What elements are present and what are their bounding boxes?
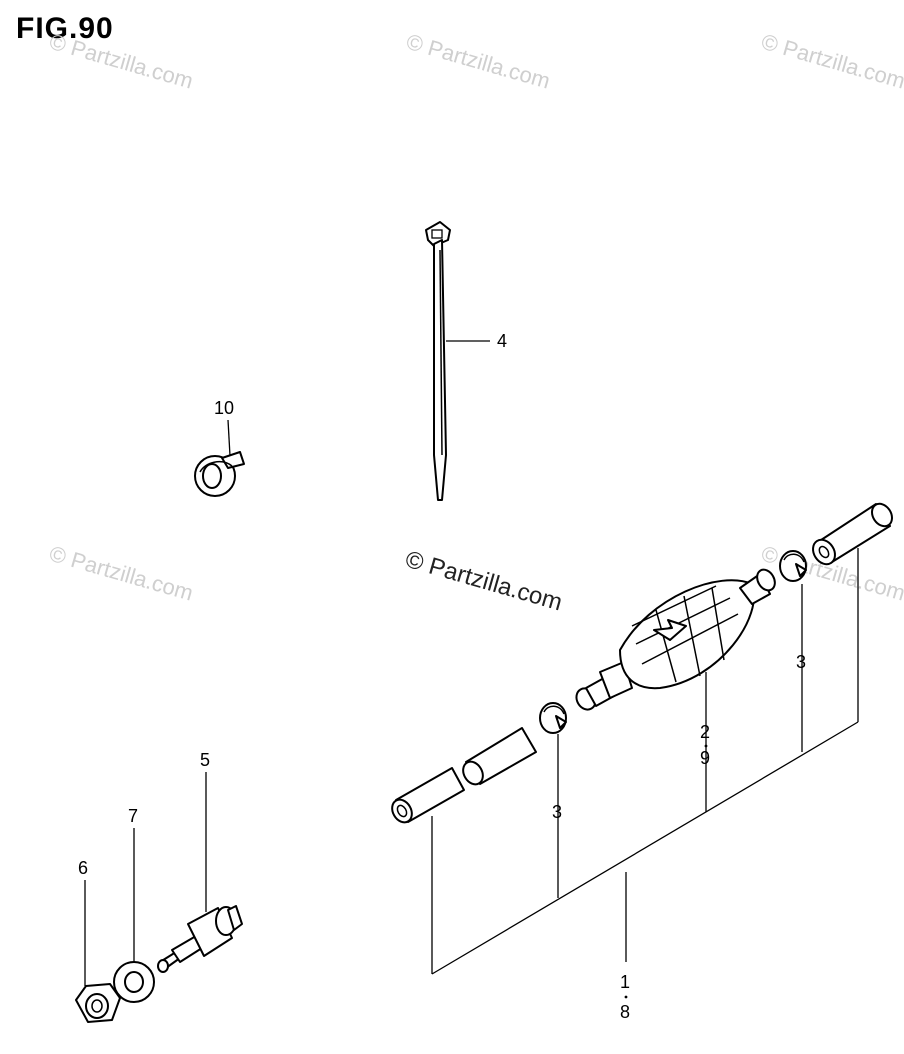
figure-title: FIG.90 — [16, 12, 114, 45]
label-8: 8 — [620, 1002, 630, 1022]
label-3-right: 3 — [796, 652, 806, 672]
watermark-top-left: © Partzilla.com — [47, 29, 196, 94]
label-6: 6 — [78, 858, 88, 878]
cable-tie-part — [425, 221, 490, 501]
watermark-center: © Partzilla.com — [402, 546, 565, 617]
hose-segment-right — [812, 502, 893, 722]
label-3-left: 3 — [552, 802, 562, 822]
hose-segment-left-2 — [462, 727, 537, 786]
label-10: 10 — [214, 398, 234, 418]
label-dot-1-8 — [624, 995, 628, 999]
fitting-part — [157, 772, 243, 973]
label-1: 1 — [620, 972, 630, 992]
washer-part — [113, 828, 155, 1003]
watermark-mid-left: © Partzilla.com — [47, 541, 196, 606]
watermark-top-center: © Partzilla.com — [404, 29, 553, 94]
label-2: 2 — [700, 722, 710, 742]
label-7: 7 — [128, 806, 138, 826]
watermark-layer: © Partzilla.com © Partzilla.com © Partzi… — [47, 29, 904, 617]
label-4: 4 — [497, 331, 507, 351]
label-9: 9 — [700, 748, 710, 768]
assembly-bracket-lines — [431, 721, 859, 975]
primer-bulb-part — [575, 568, 776, 812]
watermark-top-right: © Partzilla.com — [759, 29, 904, 94]
nut-part — [75, 880, 121, 1023]
label-dot-2-9 — [704, 744, 708, 748]
clip-part-left — [539, 702, 567, 898]
hose-segment-left-1 — [391, 767, 465, 824]
label-5: 5 — [200, 750, 210, 770]
hose-clip-part — [194, 419, 245, 497]
clip-part-right — [779, 550, 807, 752]
